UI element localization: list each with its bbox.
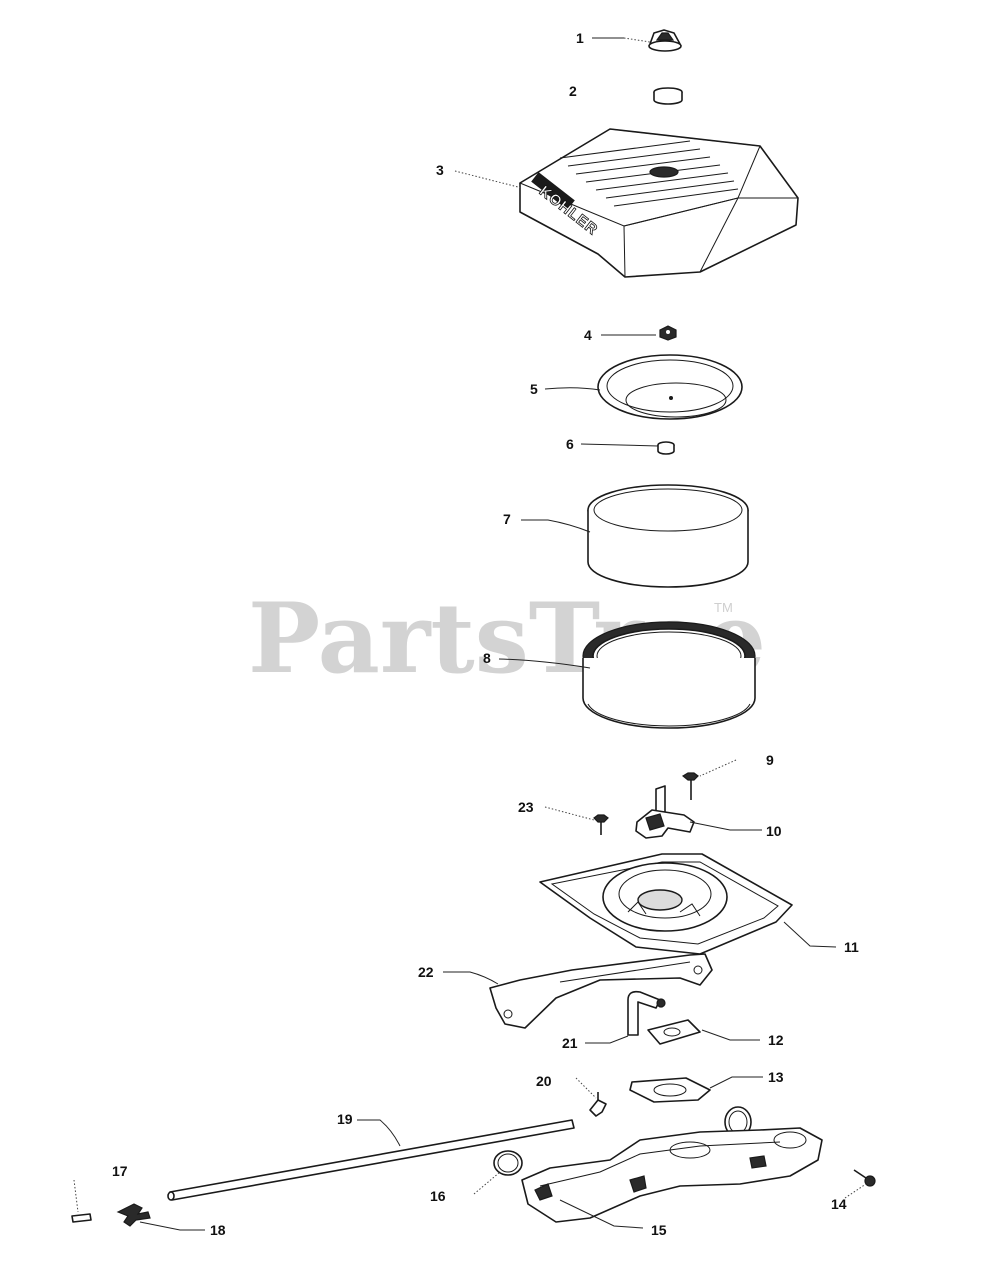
callout-8: 8 — [483, 650, 491, 666]
callout-4: 4 — [584, 327, 592, 343]
part-16-oring[interactable] — [493, 1150, 523, 1176]
callout-6: 6 — [566, 436, 574, 452]
part-19-tube[interactable] — [167, 1119, 575, 1201]
callout-1: 1 — [576, 30, 584, 46]
callout-3: 3 — [436, 162, 444, 178]
callout-22: 22 — [418, 964, 434, 980]
callout-2: 2 — [569, 83, 577, 99]
part-15-manifold[interactable] — [521, 1127, 823, 1223]
part-4-nut[interactable] — [659, 325, 677, 341]
callout-7: 7 — [503, 511, 511, 527]
callout-18: 18 — [210, 1222, 226, 1238]
part-17-pin[interactable] — [71, 1213, 92, 1223]
callout-9: 9 — [766, 752, 774, 768]
part-22-bracket[interactable] — [489, 953, 713, 1029]
callout-10: 10 — [766, 823, 782, 839]
part-23-screw[interactable] — [593, 814, 609, 835]
callout-20: 20 — [536, 1073, 552, 1089]
part-18-clip[interactable] — [116, 1203, 151, 1227]
callout-23: 23 — [518, 799, 534, 815]
callout-11: 11 — [844, 939, 859, 955]
callout-21: 21 — [562, 1035, 578, 1051]
callout-19: 19 — [337, 1111, 353, 1127]
part-11-base[interactable] — [539, 853, 793, 955]
part-1-knob[interactable] — [648, 29, 682, 52]
part-20-fitting[interactable] — [589, 1092, 607, 1117]
part-21-elbow[interactable] — [627, 990, 666, 1036]
callout-5: 5 — [530, 381, 538, 397]
part-8-filter[interactable] — [582, 621, 756, 729]
callout-17: 17 — [112, 1163, 128, 1179]
callout-12: 12 — [768, 1032, 784, 1048]
part-2-ring[interactable] — [653, 87, 683, 105]
leader-lines — [73, 37, 867, 1231]
part-7-precleaner[interactable] — [587, 484, 749, 588]
watermark-tm: TM — [714, 600, 733, 615]
part-14-screw[interactable] — [853, 1169, 876, 1187]
callout-16: 16 — [430, 1188, 446, 1204]
part-13-gasket[interactable] — [629, 1077, 711, 1103]
part-9-bolt[interactable] — [681, 772, 699, 800]
part-12-gasket[interactable] — [647, 1019, 701, 1045]
part-10-bracket[interactable] — [635, 785, 695, 839]
part-3-cover[interactable]: KOHLER — [518, 128, 799, 278]
callout-labels: 1 2 3 4 5 6 7 8 9 10 11 12 13 14 15 16 1… — [112, 30, 859, 1238]
callout-14: 14 — [831, 1196, 847, 1212]
callout-13: 13 — [768, 1069, 784, 1085]
callout-15: 15 — [651, 1222, 667, 1238]
part-5-plate[interactable] — [597, 354, 743, 420]
part-6-spacer[interactable] — [657, 441, 675, 455]
